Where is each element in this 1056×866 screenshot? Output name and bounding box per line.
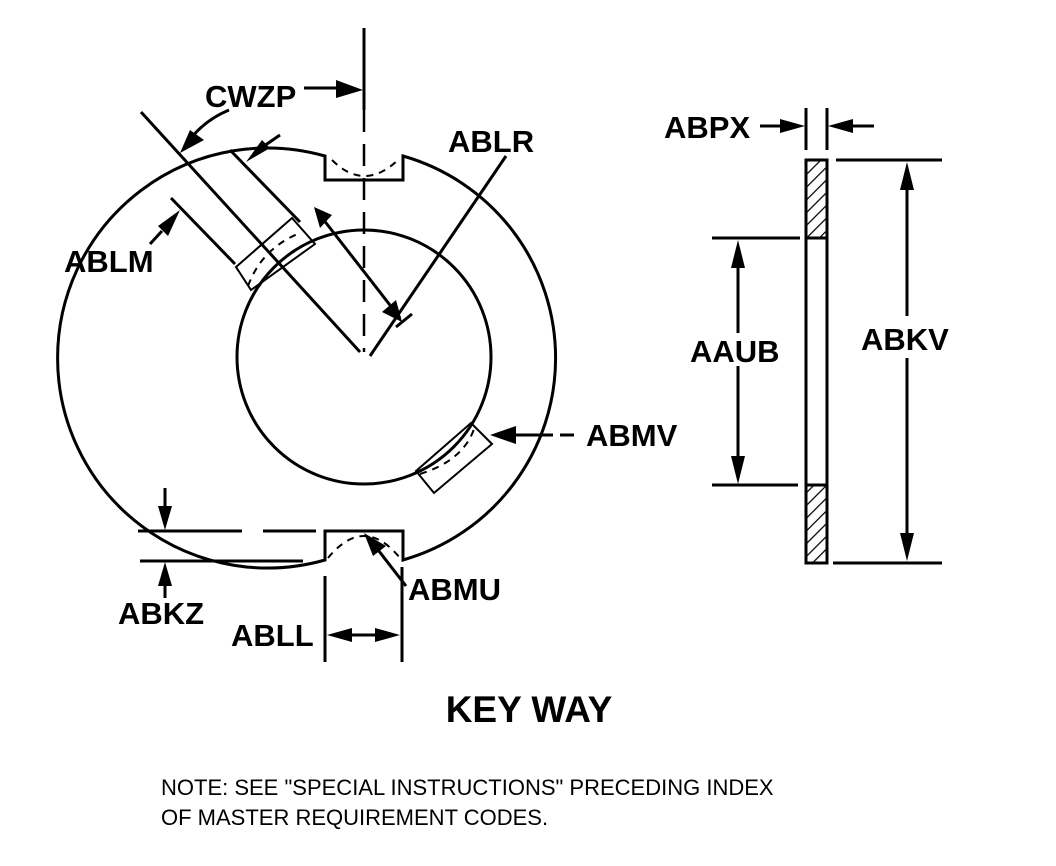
label-aaub: AAUB [690, 334, 780, 369]
abkv-arrowhead-bottom [900, 533, 914, 561]
ablr-arrowhead-bottom [382, 300, 402, 322]
side-hatch-top [804, 158, 829, 240]
abpx-arrowhead-left [780, 119, 805, 133]
note-line-2: OF MASTER REQUIREMENT CODES. [161, 805, 548, 830]
label-abll: ABLL [231, 618, 314, 653]
ablr-leader [368, 155, 508, 357]
diagram-title: KEY WAY [446, 689, 613, 730]
abll-arrowhead-left [327, 628, 352, 642]
front-view: CWZP ABLR ABLM ABMV ABKZ [56, 28, 678, 662]
outer-ring-outline [56, 146, 558, 570]
cwzp-radial-line [139, 110, 362, 354]
abmv-arrowhead [490, 426, 516, 444]
cwzp-arc-arrowhead [180, 130, 204, 153]
abpx-arrowhead-right [828, 119, 853, 133]
label-ablr: ABLR [448, 124, 534, 159]
bottom-keyway-hidden-arc [327, 535, 401, 559]
side-body [804, 158, 829, 565]
ablm-top-leader [263, 133, 281, 148]
ablm-arrowhead [158, 210, 180, 236]
lower-right-key-seat [414, 421, 494, 495]
abkv-arrowhead-top [900, 162, 914, 190]
upper-left-key-seat [234, 216, 317, 292]
label-abkv: ABKV [861, 322, 949, 357]
abkz-arrowhead-top [158, 506, 172, 530]
ablr-radius-tick [395, 312, 413, 329]
lower-right-key-seat-hidden [419, 425, 476, 475]
upper-left-key-seat-hidden [247, 232, 301, 287]
ablr-radius-line [314, 209, 402, 319]
abmu-leader [373, 545, 408, 587]
side-view: ABPX AAUB ABKV [664, 108, 949, 565]
aaub-arrowhead-top [731, 240, 745, 268]
label-ablm: ABLM [64, 244, 154, 279]
aaub-arrowhead-bottom [731, 456, 745, 484]
label-abmv: ABMV [586, 418, 678, 453]
label-cwzp: CWZP [205, 79, 296, 114]
ablm-leader [148, 229, 164, 246]
abkz-arrowhead-bottom [158, 562, 172, 586]
ablm-extension-1 [169, 196, 237, 266]
label-abmu: ABMU [408, 572, 501, 607]
inner-bore [235, 228, 493, 486]
label-abpx: ABPX [664, 110, 750, 145]
abll-arrowhead-right [375, 628, 400, 642]
abmu-arrowhead [364, 533, 386, 556]
cwzp-leader-arrowhead [336, 80, 363, 98]
ablm-extension-2 [228, 148, 302, 224]
label-abkz: ABKZ [118, 596, 204, 631]
note-line-1: NOTE: SEE "SPECIAL INSTRUCTIONS" PRECEDI… [161, 775, 774, 800]
ablr-arrowhead-top [314, 207, 332, 228]
top-keyway-hidden-arc [331, 159, 399, 177]
side-hatch-bottom [804, 483, 829, 565]
